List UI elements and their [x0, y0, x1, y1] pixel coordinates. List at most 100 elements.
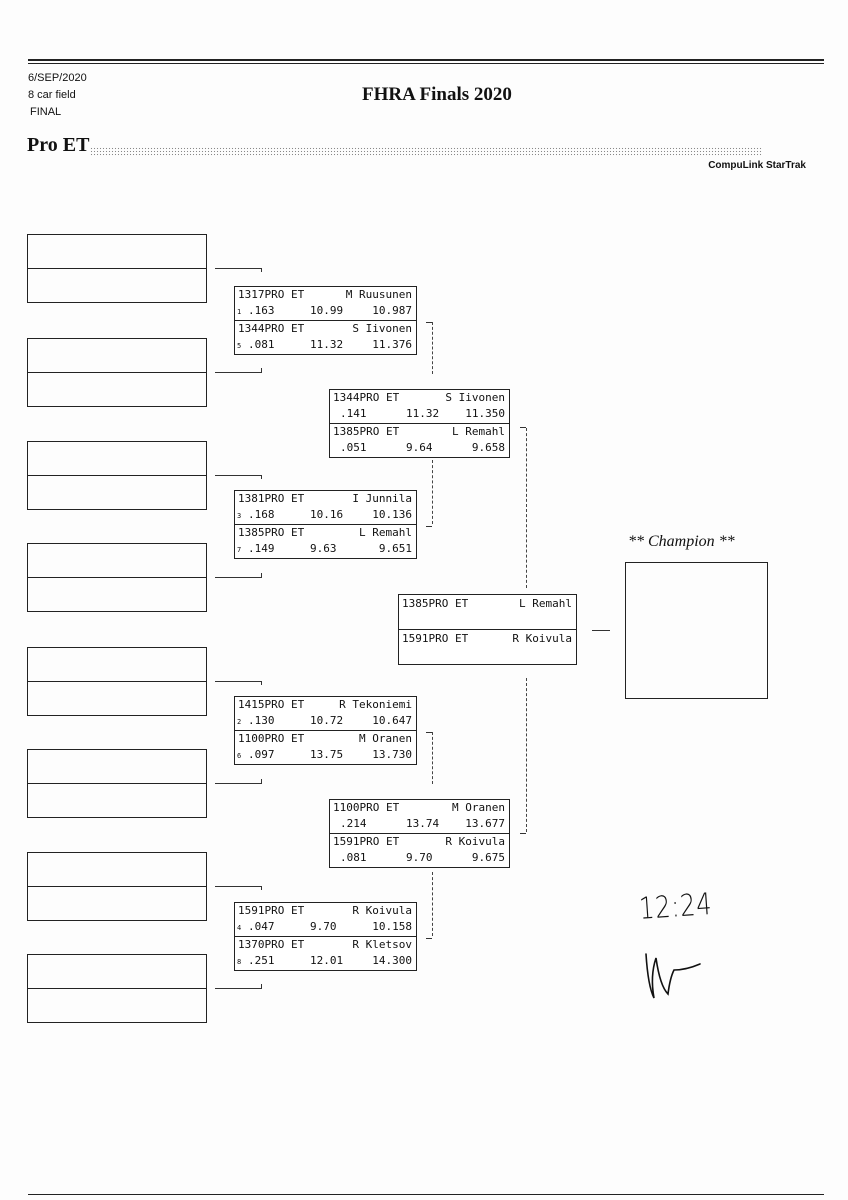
- dial-in: 11.32: [310, 338, 344, 351]
- reaction-time: .214: [340, 817, 367, 830]
- dotted-rule: [90, 147, 762, 156]
- car-class: PRO ET: [264, 322, 305, 335]
- champion-box: [625, 562, 768, 699]
- car-number: 1100: [333, 801, 360, 814]
- event-title: FHRA Finals 2020: [362, 84, 512, 105]
- connector: [426, 322, 432, 323]
- connector: [261, 268, 262, 272]
- reaction-time: .251: [248, 954, 275, 967]
- connector: [426, 732, 432, 733]
- seed-number: 1: [237, 308, 242, 316]
- connector: [215, 268, 262, 269]
- car-number: 1385: [402, 597, 429, 610]
- software-label: CompuLink StarTrak: [708, 160, 806, 171]
- car-class: PRO ET: [264, 492, 305, 505]
- empty-lane-box: [27, 852, 207, 921]
- class-title: Pro ET: [27, 134, 90, 156]
- connector: [215, 577, 262, 578]
- reaction-time: .149: [248, 542, 275, 555]
- dial-in: 10.72: [310, 714, 344, 727]
- connector: [261, 984, 262, 988]
- reaction-time: .047: [248, 920, 275, 933]
- elapsed-time: 10.158: [372, 920, 412, 933]
- car-number: 1385: [238, 526, 265, 539]
- car-class: PRO ET: [264, 732, 305, 745]
- car-class: PRO ET: [359, 391, 400, 404]
- driver-name: L Remahl: [359, 526, 412, 539]
- connector: [261, 779, 262, 783]
- reaction-time: .081: [340, 851, 367, 864]
- round2-match: 1100PRO ET M Oranen .214 13.74 13.677 15…: [329, 799, 510, 868]
- driver-name: R Kletsov: [352, 938, 412, 951]
- dial-in: 13.74: [406, 817, 440, 830]
- connector: [520, 427, 526, 428]
- empty-lane-box: [27, 234, 207, 303]
- dial-in: 9.64: [406, 441, 433, 454]
- round1-match: 1317PRO ET M Ruusunen 1 .163 10.99 10.98…: [234, 286, 417, 355]
- car-class: PRO ET: [359, 801, 400, 814]
- connector: [215, 372, 262, 373]
- dial-in: 10.99: [310, 304, 344, 317]
- reaction-time: .163: [248, 304, 275, 317]
- empty-lane-box: [27, 441, 207, 510]
- driver-name: L Remahl: [452, 425, 505, 438]
- field-size: 8 car field: [28, 89, 76, 101]
- reaction-time: .141: [340, 407, 367, 420]
- top-rule-thin: [28, 63, 824, 64]
- elapsed-time: 9.651: [378, 542, 412, 555]
- connector: [432, 460, 433, 524]
- elapsed-time: 13.730: [372, 748, 412, 761]
- handwritten-time: 12:24: [638, 886, 714, 927]
- elapsed-time: 11.350: [465, 407, 505, 420]
- car-class: PRO ET: [359, 425, 400, 438]
- connector: [526, 428, 527, 588]
- stage-label: FINAL: [30, 106, 62, 118]
- seed-number: 5: [237, 342, 242, 350]
- connector: [215, 475, 262, 476]
- elapsed-time: 13.677: [465, 817, 505, 830]
- handwritten-signature: [645, 953, 701, 999]
- empty-lane-box: [27, 543, 207, 612]
- reaction-time: .168: [248, 508, 275, 521]
- connector: [432, 732, 433, 784]
- car-number: 1344: [333, 391, 360, 404]
- round1-match: 1591PRO ET R Koivula 4 .047 9.70 10.158 …: [234, 902, 417, 971]
- reaction-time: .097: [248, 748, 275, 761]
- connector: [261, 573, 262, 577]
- elapsed-time: 10.987: [372, 304, 412, 317]
- connector: [261, 681, 262, 685]
- car-number: 1415: [238, 698, 265, 711]
- connector: [261, 368, 262, 372]
- car-number: 1591: [402, 632, 429, 645]
- driver-name: S Iivonen: [445, 391, 505, 404]
- driver-name: I Junnila: [352, 492, 412, 505]
- connector: [432, 872, 433, 936]
- round1-match: 1381PRO ET I Junnila 3 .168 10.16 10.136…: [234, 490, 417, 559]
- car-number: 1591: [333, 835, 360, 848]
- round1-match: 1415PRO ET R Tekoniemi 2 .130 10.72 10.6…: [234, 696, 417, 765]
- seed-number: 8: [237, 958, 242, 966]
- car-class: PRO ET: [359, 835, 400, 848]
- car-number: 1381: [238, 492, 265, 505]
- driver-name: M Oranen: [359, 732, 412, 745]
- dial-in: 9.70: [406, 851, 433, 864]
- seed-number: 3: [237, 512, 242, 520]
- connector: [215, 988, 262, 989]
- driver-name: R Tekoniemi: [339, 698, 412, 711]
- car-class: PRO ET: [264, 938, 305, 951]
- reaction-time: .051: [340, 441, 367, 454]
- car-class: PRO ET: [264, 698, 305, 711]
- connector: [426, 526, 432, 527]
- dial-in: 12.01: [310, 954, 344, 967]
- seed-number: 4: [237, 924, 242, 932]
- elapsed-time: 10.647: [372, 714, 412, 727]
- car-number: 1370: [238, 938, 265, 951]
- dial-in: 9.63: [310, 542, 337, 555]
- empty-lane-box: [27, 954, 207, 1023]
- car-class: PRO ET: [264, 904, 305, 917]
- driver-name: M Oranen: [452, 801, 505, 814]
- driver-name: S Iivonen: [352, 322, 412, 335]
- champion-label: ** Champion **: [628, 533, 735, 550]
- dial-in: 11.32: [406, 407, 440, 420]
